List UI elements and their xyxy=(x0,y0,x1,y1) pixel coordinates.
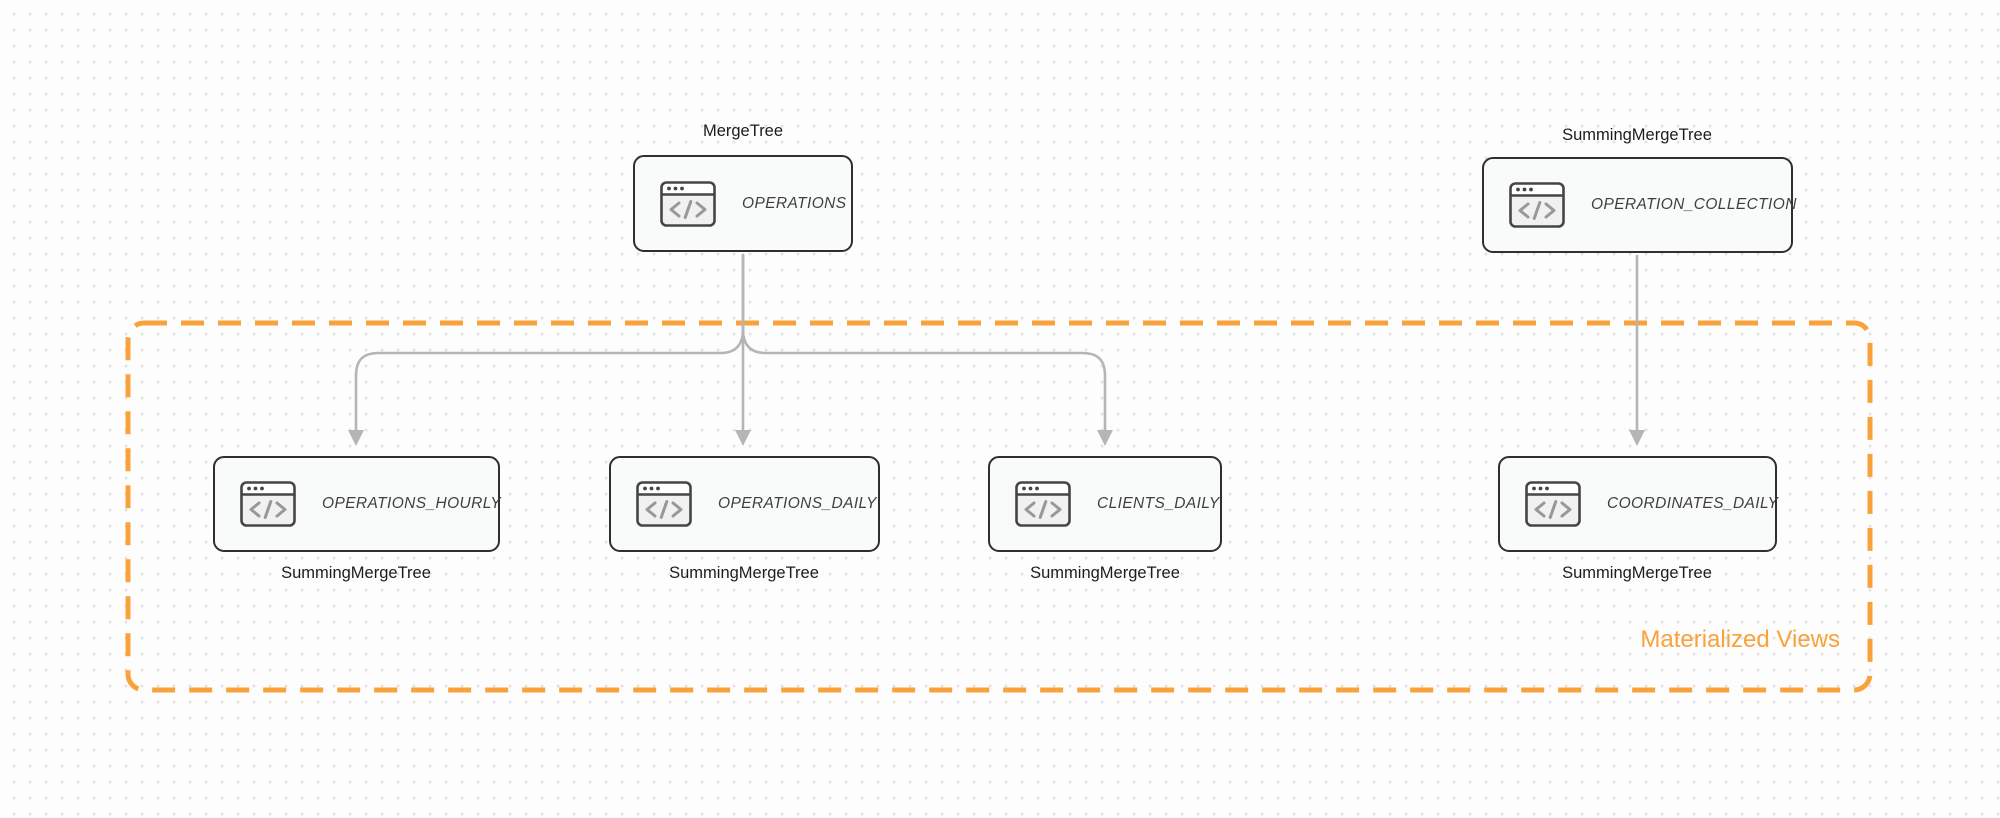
materialized-views-label: Materialized Views xyxy=(1640,626,1840,653)
node-operation-collection[interactable]: OPERATION_COLLECTION xyxy=(1482,157,1796,253)
code-window-icon xyxy=(660,180,716,227)
node-title: OPERATIONS xyxy=(742,194,847,212)
engine-label: SummingMergeTree xyxy=(281,564,431,582)
node-title: OPERATION_COLLECTION xyxy=(1591,196,1797,213)
node-coordinates-daily[interactable]: COORDINATES_DAILY xyxy=(1498,456,1779,552)
node-operations[interactable]: OPERATIONS xyxy=(633,155,853,252)
code-window-icon xyxy=(1509,182,1565,228)
node-title: COORDINATES_DAILY xyxy=(1607,495,1779,512)
node-title: OPERATIONS_DAILY xyxy=(718,495,877,512)
arrowhead-icon xyxy=(348,430,364,446)
node-operations-daily[interactable]: OPERATIONS_DAILY xyxy=(609,456,880,552)
engine-label: SummingMergeTree xyxy=(1562,126,1712,144)
materialized-views-group-box xyxy=(125,320,1873,693)
node-title: OPERATIONS_HOURLY xyxy=(322,495,502,512)
arrowhead-icon xyxy=(1097,430,1113,446)
node-title: CLIENTS_DAILY xyxy=(1097,495,1220,512)
engine-label: SummingMergeTree xyxy=(669,564,819,582)
code-window-icon xyxy=(1525,481,1581,527)
node-clients-daily[interactable]: CLIENTS_DAILY xyxy=(988,456,1222,552)
code-window-icon xyxy=(1015,481,1071,527)
engine-label: MergeTree xyxy=(702,122,784,140)
edge-operations-to-operations-hourly xyxy=(354,253,745,432)
arrowhead-icon xyxy=(1629,430,1645,446)
engine-label: SummingMergeTree xyxy=(1030,564,1180,582)
code-window-icon xyxy=(636,481,692,527)
edge-operations-to-clients-daily xyxy=(741,253,1107,432)
code-window-icon xyxy=(240,481,296,527)
engine-label: SummingMergeTree xyxy=(1562,564,1712,582)
node-operations-hourly[interactable]: OPERATIONS_HOURLY xyxy=(213,456,502,552)
arrowhead-icon xyxy=(735,430,751,446)
